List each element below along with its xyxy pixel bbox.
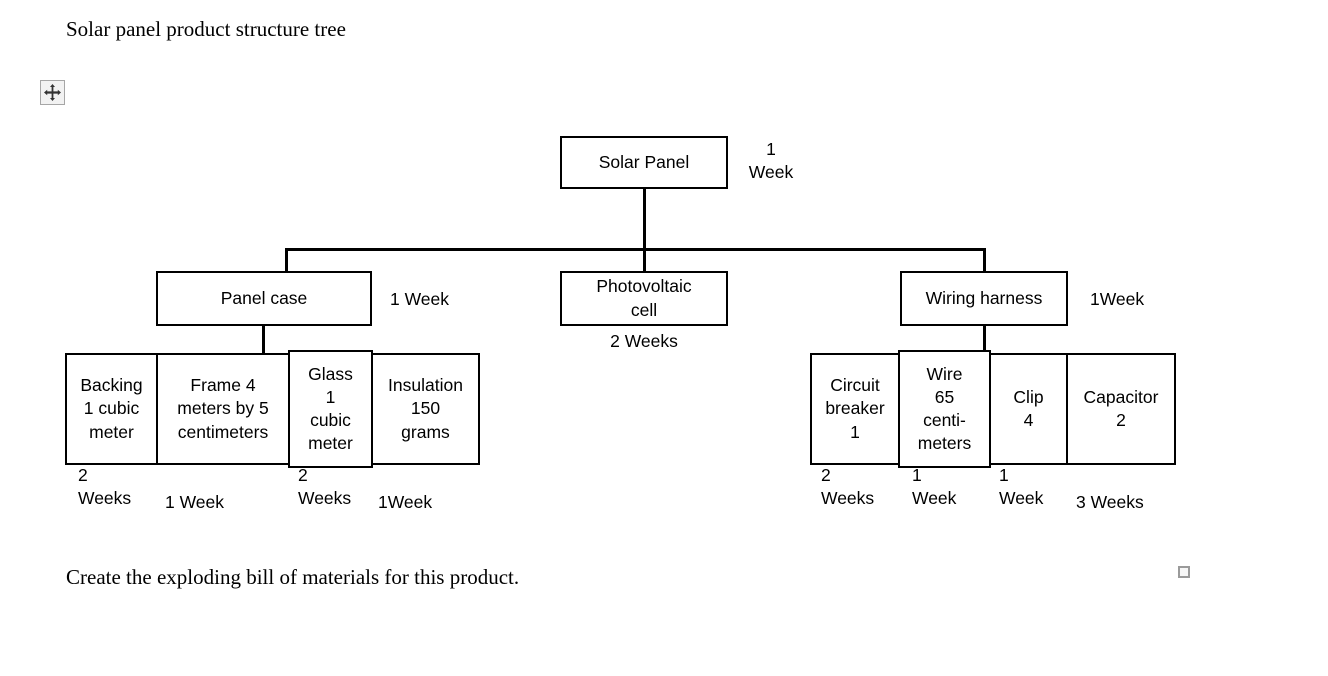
node-backing[interactable]: Backing 1 cubic meter bbox=[65, 353, 158, 465]
connector-horizontal-bus bbox=[285, 248, 986, 251]
node-label: Backing 1 cubic meter bbox=[80, 375, 143, 442]
lead-time-wire: 1 Week bbox=[912, 465, 957, 509]
node-label: Circuit breaker 1 bbox=[825, 375, 885, 442]
node-label: Panel case bbox=[220, 287, 308, 308]
connector-drop-panel-case bbox=[285, 248, 288, 272]
node-label: Wiring harness bbox=[925, 287, 1043, 308]
lead-time-glass: 2 Weeks bbox=[298, 465, 352, 509]
node-capacitor[interactable]: Capacitor 2 bbox=[1066, 353, 1176, 465]
lead-time-clip: 1 Week bbox=[999, 465, 1044, 509]
node-label: Frame 4 meters by 5 centimeters bbox=[177, 375, 269, 442]
node-label: Wire 65 centi- meters bbox=[917, 363, 972, 454]
anchor-square-icon[interactable] bbox=[1178, 566, 1190, 578]
connector-panel-case-to-children bbox=[262, 326, 265, 354]
lead-time-wiring-harness: 1Week bbox=[1090, 289, 1145, 309]
caption-text: Create the exploding bill of materials f… bbox=[66, 565, 520, 589]
node-glass[interactable]: Glass 1 cubic meter bbox=[288, 350, 373, 468]
node-circuit-breaker[interactable]: Circuit breaker 1 bbox=[810, 353, 900, 465]
node-label: Clip 4 bbox=[1013, 386, 1044, 430]
node-panel-case[interactable]: Panel case bbox=[156, 271, 372, 326]
connector-root-stem bbox=[643, 189, 646, 250]
node-solar-panel[interactable]: Solar Panel bbox=[560, 136, 728, 189]
lead-time-frame: 1 Week bbox=[165, 492, 225, 512]
move-handle[interactable] bbox=[40, 80, 65, 105]
node-label: Solar Panel bbox=[598, 151, 690, 172]
lead-time-panel-case: 1 Week bbox=[390, 289, 450, 309]
lead-time-capacitor: 3 Weeks bbox=[1076, 492, 1144, 512]
lead-time-backing: 2 Weeks bbox=[78, 465, 132, 509]
node-frame[interactable]: Frame 4 meters by 5 centimeters bbox=[156, 353, 290, 465]
connector-wiring-harness-to-children bbox=[983, 326, 986, 354]
lead-time-photovoltaic-cell: 2 Weeks bbox=[610, 331, 678, 351]
move-arrows-icon bbox=[41, 83, 64, 102]
node-photovoltaic-cell[interactable]: Photovoltaic cell bbox=[560, 271, 728, 326]
lead-time-solar-panel: 1 Week bbox=[748, 139, 794, 183]
connector-drop-wiring-harness bbox=[983, 248, 986, 272]
lead-time-insulation: 1Week bbox=[378, 492, 433, 512]
node-wire[interactable]: Wire 65 centi- meters bbox=[898, 350, 991, 468]
lead-time-circuit-breaker: 2 Weeks bbox=[821, 465, 875, 509]
node-label: Photovoltaic cell bbox=[596, 276, 692, 320]
node-label: Insulation 150 grams bbox=[388, 375, 463, 442]
connector-drop-photovoltaic-cell bbox=[643, 248, 646, 272]
node-wiring-harness[interactable]: Wiring harness bbox=[900, 271, 1068, 326]
node-label: Capacitor 2 bbox=[1083, 386, 1159, 430]
page-title: Solar panel product structure tree bbox=[66, 17, 346, 41]
node-clip[interactable]: Clip 4 bbox=[989, 353, 1068, 465]
node-insulation[interactable]: Insulation 150 grams bbox=[371, 353, 480, 465]
node-label: Glass 1 cubic meter bbox=[308, 363, 353, 454]
